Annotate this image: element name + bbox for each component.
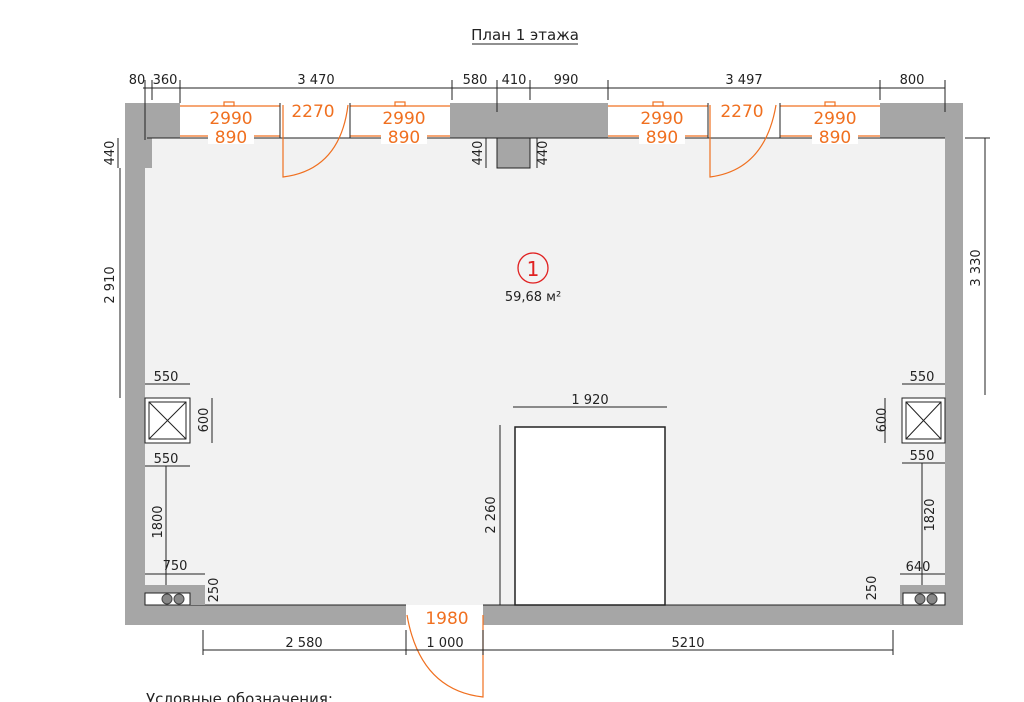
dim-right-vent-550-top: 550 — [910, 370, 935, 385]
dim-right-vent-550-bottom: 550 — [910, 449, 935, 464]
dim-top-410: 410 — [502, 73, 527, 88]
pipe-icon — [161, 593, 173, 605]
central-block — [514, 426, 666, 606]
dim-left-vent-550-top: 550 — [154, 370, 179, 385]
dim-block-1920: 1 920 — [571, 393, 608, 408]
dim-pillar-440-left: 440 — [471, 141, 486, 166]
svg-text:2990: 2990 — [640, 109, 683, 129]
dim-right-640: 640 — [906, 560, 931, 575]
dim-bottom-2580: 2 580 — [285, 636, 322, 651]
dim-right-1820: 1820 — [923, 498, 938, 531]
dim-top-360: 360 — [153, 73, 178, 88]
dim-pillar-440-right: 440 — [536, 141, 551, 166]
room-area: 59,68 м² — [505, 290, 561, 305]
svg-text:890: 890 — [646, 128, 678, 148]
legend-heading: Условные обозначения: — [146, 690, 333, 702]
svg-text:2990: 2990 — [382, 109, 425, 129]
pipe-icon — [926, 593, 938, 605]
dim-left-vent-600: 600 — [197, 408, 212, 433]
dim-top-800: 800 — [900, 73, 925, 88]
dim-left-2910: 2 910 — [103, 266, 118, 303]
dim-left-vent-550-bottom: 550 — [154, 452, 179, 467]
window-label-4: 2990 890 — [812, 109, 858, 148]
dim-right-250: 250 — [865, 576, 880, 601]
pillar — [496, 137, 531, 169]
dim-bottom-1000: 1 000 — [426, 636, 463, 651]
window-label-2: 2990 890 — [381, 109, 427, 148]
door-label-3: 1980 — [425, 609, 468, 629]
dim-top-3497: 3 497 — [725, 73, 762, 88]
svg-text:890: 890 — [388, 128, 420, 148]
window-label-3: 2990 890 — [639, 109, 685, 148]
left-wall-thickening — [145, 138, 152, 168]
dim-top-3470: 3 470 — [297, 73, 334, 88]
plan-title: План 1 этажа — [471, 26, 579, 44]
room-number: 1 — [527, 257, 540, 281]
door-label-1: 2270 — [291, 102, 334, 122]
dim-left-440: 440 — [103, 141, 118, 166]
dim-right-3330: 3 330 — [969, 249, 984, 286]
dim-left-250: 250 — [207, 578, 222, 603]
svg-text:890: 890 — [215, 128, 247, 148]
pipe-icon — [914, 593, 926, 605]
dim-top-580: 580 — [463, 73, 488, 88]
dim-block-2260: 2 260 — [484, 496, 499, 533]
dim-top-80: 80 — [129, 73, 146, 88]
svg-text:890: 890 — [819, 128, 851, 148]
dim-right-vent-600: 600 — [875, 408, 890, 433]
window-label-1: 2990 890 — [208, 109, 254, 148]
entrance-opening — [406, 605, 483, 625]
dim-top-990: 990 — [554, 73, 579, 88]
room-marker — [517, 252, 549, 284]
door-label-2: 2270 — [720, 102, 763, 122]
pipe-icon — [173, 593, 185, 605]
svg-text:2990: 2990 — [209, 109, 252, 129]
dim-bottom-5210: 5210 — [671, 636, 704, 651]
svg-text:2990: 2990 — [813, 109, 856, 129]
dim-left-1800: 1800 — [151, 505, 166, 538]
dim-left-750: 750 — [163, 559, 188, 574]
